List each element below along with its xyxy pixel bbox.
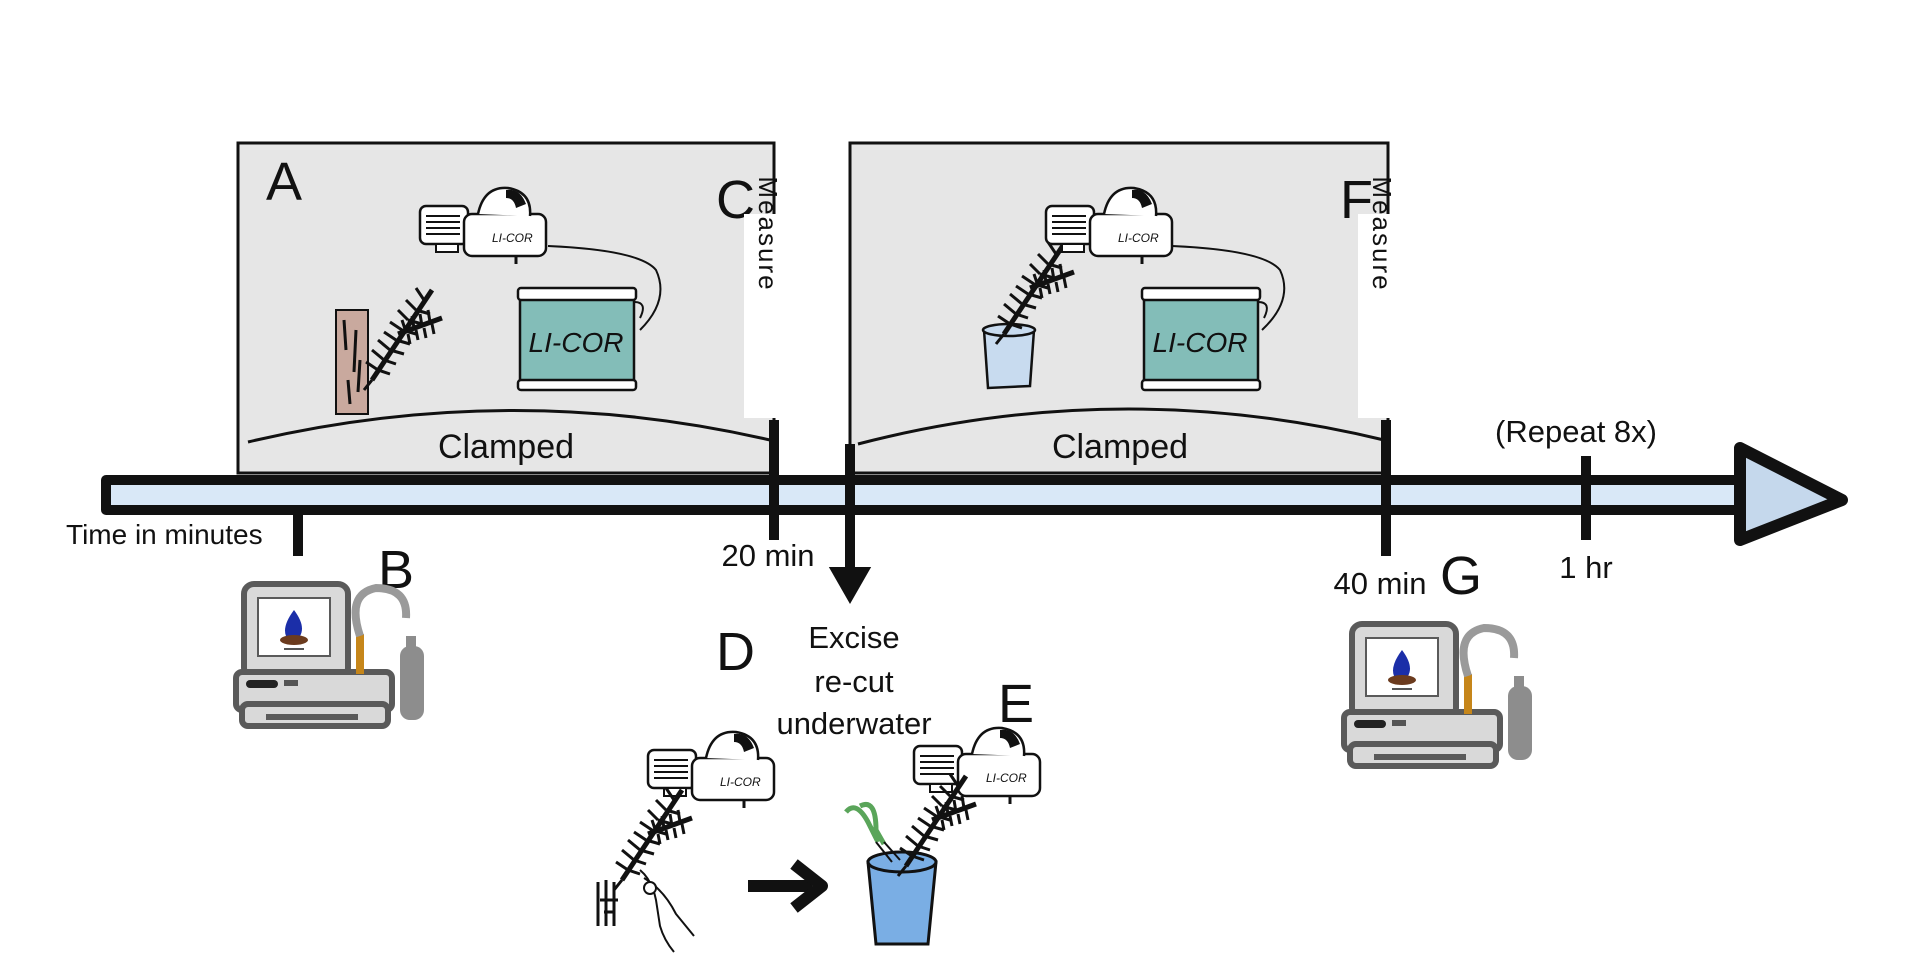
panel-letter-e: E — [998, 674, 1034, 734]
repeat-note: (Repeat 8x) — [1495, 414, 1657, 449]
licor-console-logo-2: LI-COR — [1153, 327, 1248, 358]
panel-clamped-1: A Clamped LI-COR — [236, 141, 776, 475]
blue-bucket-icon — [866, 850, 938, 946]
right-arrow-icon — [748, 859, 828, 913]
panel-letter-d: D — [716, 622, 755, 682]
excise-down-arrow — [828, 444, 872, 605]
excise-instructions: Excise re-cut underwater — [776, 620, 931, 741]
timeline-ticks — [293, 420, 1591, 556]
timeline-arrow — [101, 442, 1848, 546]
measure-label-f: Measure — [1358, 176, 1404, 418]
panel-letter-a: A — [266, 152, 302, 212]
tick-label-1-hr: 1 hr — [1559, 550, 1612, 585]
measure-text-f: Measure — [1367, 176, 1397, 291]
excise-line-2: re-cut — [814, 664, 894, 699]
pruning-shears-icon — [639, 869, 695, 953]
pressure-chamber-b — [236, 584, 424, 726]
pale-bucket-illustration — [981, 322, 1037, 390]
clamped-caption-1: Clamped — [438, 428, 574, 466]
measure-label-c: Measure — [744, 176, 790, 418]
time-axis-label: Time in minutes — [66, 519, 263, 550]
green-shears-icon — [844, 802, 901, 863]
licor-console-logo: LI-COR — [529, 327, 624, 358]
clamped-caption-2: Clamped — [1052, 428, 1188, 466]
pressure-chamber-g — [1344, 624, 1532, 766]
excise-e-illustration — [844, 726, 1042, 946]
tick-label-20-min: 20 min — [721, 538, 814, 573]
excise-line-1: Excise — [808, 620, 899, 655]
panel-clamped-2: Clamped LI-COR — [848, 141, 1390, 475]
tree-bark-illustration — [335, 309, 369, 415]
excise-line-3: underwater — [776, 706, 931, 741]
measure-text-c: Measure — [753, 176, 783, 291]
panel-letter-g: G — [1440, 546, 1482, 606]
tick-label-40-min: 40 min — [1333, 566, 1426, 601]
excise-d-illustration — [596, 730, 776, 953]
